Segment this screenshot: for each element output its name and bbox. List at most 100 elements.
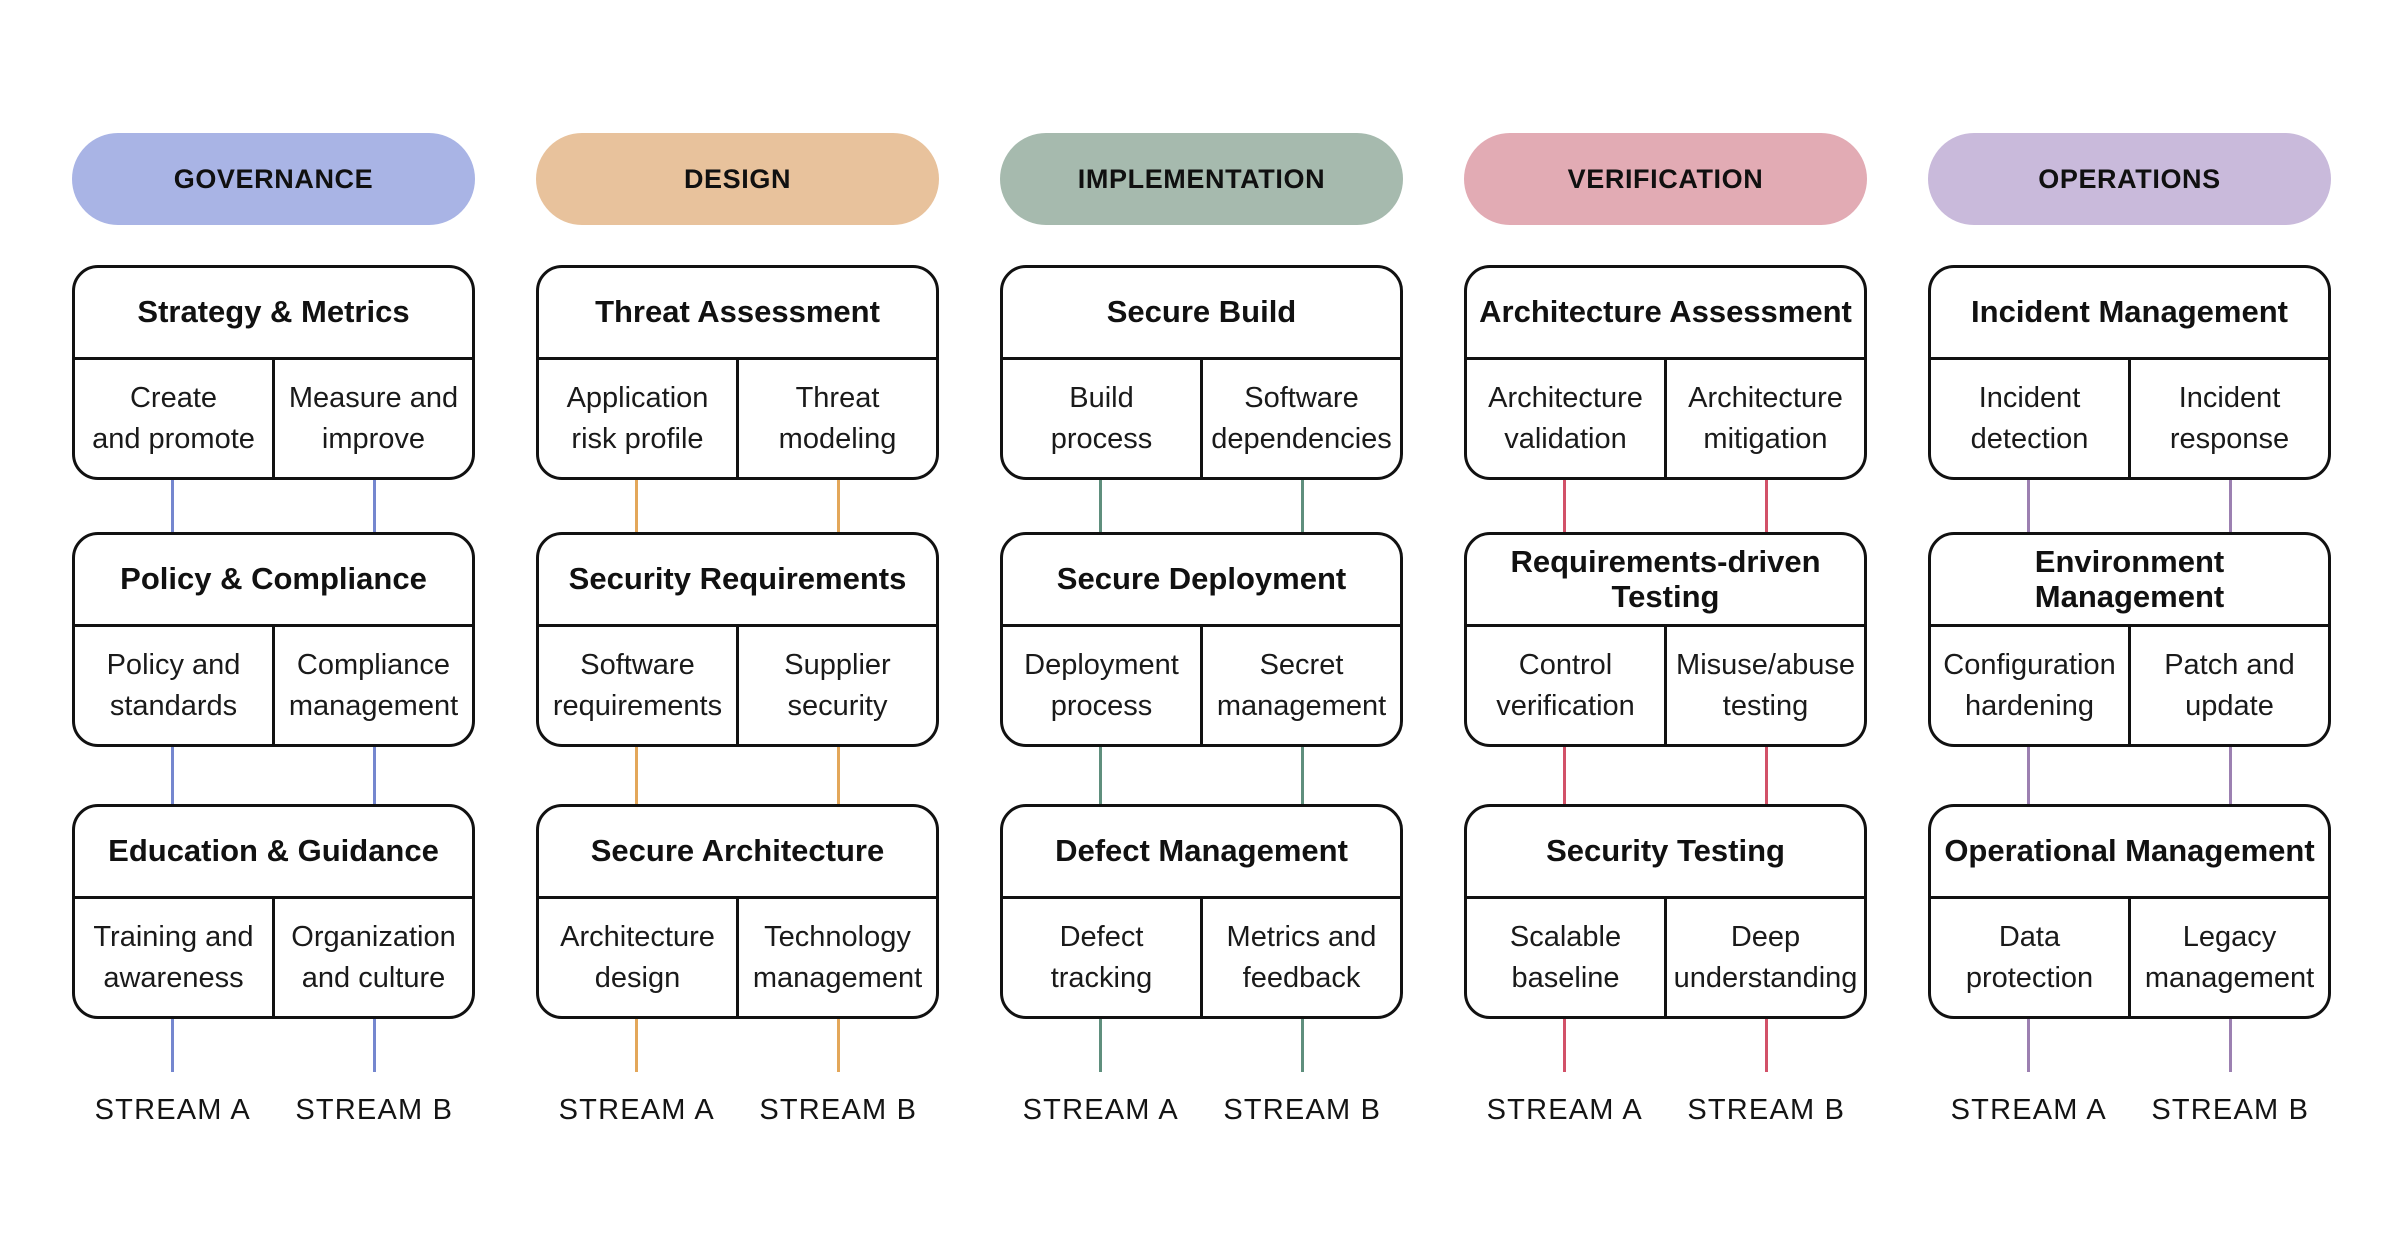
stream-b-cell: Technology management xyxy=(752,921,923,994)
stream-b-line xyxy=(1300,747,1304,804)
stream-connectors xyxy=(1928,1019,2331,1072)
practice-title: Secure Deployment xyxy=(1003,535,1400,627)
practice-title: Security Requirements xyxy=(539,535,936,627)
column-operations: OPERATIONS Incident Management Incident … xyxy=(1928,133,2331,1127)
stream-a-line xyxy=(1099,1019,1103,1072)
stream-a-label: STREAM A xyxy=(1022,1094,1179,1126)
stream-a-cell: Training and awareness xyxy=(75,899,275,1016)
stream-b-cell: Compliance management xyxy=(288,649,459,722)
samm-model-diagram: GOVERNANCE Strategy & Metrics Create and… xyxy=(72,133,2331,1127)
practice-title: Security Testing xyxy=(1467,807,1864,899)
stream-connectors xyxy=(1928,480,2331,532)
stream-connectors xyxy=(536,747,939,804)
phase-pill-governance: GOVERNANCE xyxy=(72,133,475,225)
practice-title: Strategy & Metrics xyxy=(75,268,472,360)
stream-labels: STREAM A STREAM B xyxy=(72,1094,475,1127)
stream-a-cell: Build process xyxy=(1003,360,1203,477)
stream-b-line xyxy=(1764,747,1768,804)
stream-b-cell: Architecture mitigation xyxy=(1688,382,1843,455)
practice-title: Environment Management xyxy=(1931,535,2328,627)
stream-b-cell: Incident response xyxy=(2169,382,2290,455)
stream-connectors xyxy=(536,480,939,532)
practice-title: Architecture Assessment xyxy=(1467,268,1864,360)
stream-b-label: STREAM B xyxy=(1223,1094,1382,1126)
practice-box-requirements-driven-testing: Requirements-driven Testing Control veri… xyxy=(1464,532,1867,747)
stream-b-line xyxy=(372,747,376,804)
practice-title: Defect Management xyxy=(1003,807,1400,899)
practice-box-secure-build: Secure Build Build process Software depe… xyxy=(1000,265,1403,480)
practice-box-education-guidance: Education & Guidance Training and awaren… xyxy=(72,804,475,1019)
practice-box-security-requirements: Security Requirements Software requireme… xyxy=(536,532,939,747)
stream-a-cell: Defect tracking xyxy=(1003,899,1203,1016)
stream-b-line xyxy=(372,480,376,532)
practice-title: Incident Management xyxy=(1931,268,2328,360)
stream-a-line xyxy=(1563,1019,1567,1072)
stream-b-line xyxy=(1300,1019,1304,1072)
practice-title: Threat Assessment xyxy=(539,268,936,360)
stream-a-line xyxy=(635,1019,639,1072)
stream-b-cell: Legacy management xyxy=(2144,921,2315,994)
practice-box-environment-management: Environment Management Configuration har… xyxy=(1928,532,2331,747)
stream-a-cell: Scalable baseline xyxy=(1467,899,1667,1016)
stream-a-cell: Policy and standards xyxy=(75,627,275,744)
stream-b-cell: Measure and improve xyxy=(288,382,459,455)
stream-b-cell: Secret management xyxy=(1216,649,1387,722)
stream-a-label: STREAM A xyxy=(1486,1094,1643,1126)
stream-a-line xyxy=(171,480,175,532)
practice-box-policy-compliance: Policy & Compliance Policy and standards… xyxy=(72,532,475,747)
column-governance: GOVERNANCE Strategy & Metrics Create and… xyxy=(72,133,475,1127)
stream-a-line xyxy=(1563,747,1567,804)
stream-b-line xyxy=(372,1019,376,1072)
stream-b-cell: Patch and update xyxy=(2164,649,2295,722)
stream-b-label: STREAM B xyxy=(1687,1094,1846,1126)
practice-title: Education & Guidance xyxy=(75,807,472,899)
practice-box-secure-architecture: Secure Architecture Architecture design … xyxy=(536,804,939,1019)
stream-a-cell: Create and promote xyxy=(75,360,275,477)
stream-b-label: STREAM B xyxy=(759,1094,918,1126)
stream-b-label: STREAM B xyxy=(295,1094,454,1126)
phase-pill-verification: VERIFICATION xyxy=(1464,133,1867,225)
stream-a-line xyxy=(2027,480,2031,532)
stream-b-line xyxy=(2228,480,2232,532)
stream-b-label: STREAM B xyxy=(2151,1094,2310,1126)
stream-a-label: STREAM A xyxy=(94,1094,251,1126)
stream-a-line xyxy=(171,1019,175,1072)
stream-a-cell: Application risk profile xyxy=(539,360,739,477)
stream-a-line xyxy=(2027,1019,2031,1072)
stream-a-cell: Deployment process xyxy=(1003,627,1203,744)
phase-pill-design: DESIGN xyxy=(536,133,939,225)
stream-a-cell: Software requirements xyxy=(539,627,739,744)
practice-box-operational-management: Operational Management Data protection L… xyxy=(1928,804,2331,1019)
practice-box-strategy-metrics: Strategy & Metrics Create and promote Me… xyxy=(72,265,475,480)
stream-labels: STREAM A STREAM B xyxy=(1000,1094,1403,1127)
practice-box-architecture-assessment: Architecture Assessment Architecture val… xyxy=(1464,265,1867,480)
stream-b-line xyxy=(1300,480,1304,532)
practice-box-defect-management: Defect Management Defect tracking Metric… xyxy=(1000,804,1403,1019)
practice-box-threat-assessment: Threat Assessment Application risk profi… xyxy=(536,265,939,480)
stream-a-label: STREAM A xyxy=(1950,1094,2107,1126)
stream-b-cell: Organization and culture xyxy=(291,921,456,994)
stream-a-line xyxy=(1099,480,1103,532)
stream-b-cell: Misuse/abuse testing xyxy=(1676,649,1855,722)
stream-b-line xyxy=(2228,747,2232,804)
stream-b-line xyxy=(1764,1019,1768,1072)
stream-a-cell: Architecture design xyxy=(539,899,739,1016)
stream-b-cell: Supplier security xyxy=(784,649,891,722)
phase-pill-implementation: IMPLEMENTATION xyxy=(1000,133,1403,225)
stream-a-line xyxy=(1099,747,1103,804)
phase-pill-operations: OPERATIONS xyxy=(1928,133,2331,225)
stream-labels: STREAM A STREAM B xyxy=(1464,1094,1867,1127)
stream-connectors xyxy=(1464,747,1867,804)
stream-b-line xyxy=(1764,480,1768,532)
stream-b-line xyxy=(2228,1019,2232,1072)
column-implementation: IMPLEMENTATION Secure Build Build proces… xyxy=(1000,133,1403,1127)
stream-b-line xyxy=(836,1019,840,1072)
practice-title: Requirements-driven Testing xyxy=(1467,535,1864,627)
stream-a-cell: Data protection xyxy=(1931,899,2131,1016)
practice-title: Operational Management xyxy=(1931,807,2328,899)
practice-title: Policy & Compliance xyxy=(75,535,472,627)
stream-connectors xyxy=(72,747,475,804)
practice-box-security-testing: Security Testing Scalable baseline Deep … xyxy=(1464,804,1867,1019)
stream-a-cell: Incident detection xyxy=(1931,360,2131,477)
practice-title: Secure Architecture xyxy=(539,807,936,899)
